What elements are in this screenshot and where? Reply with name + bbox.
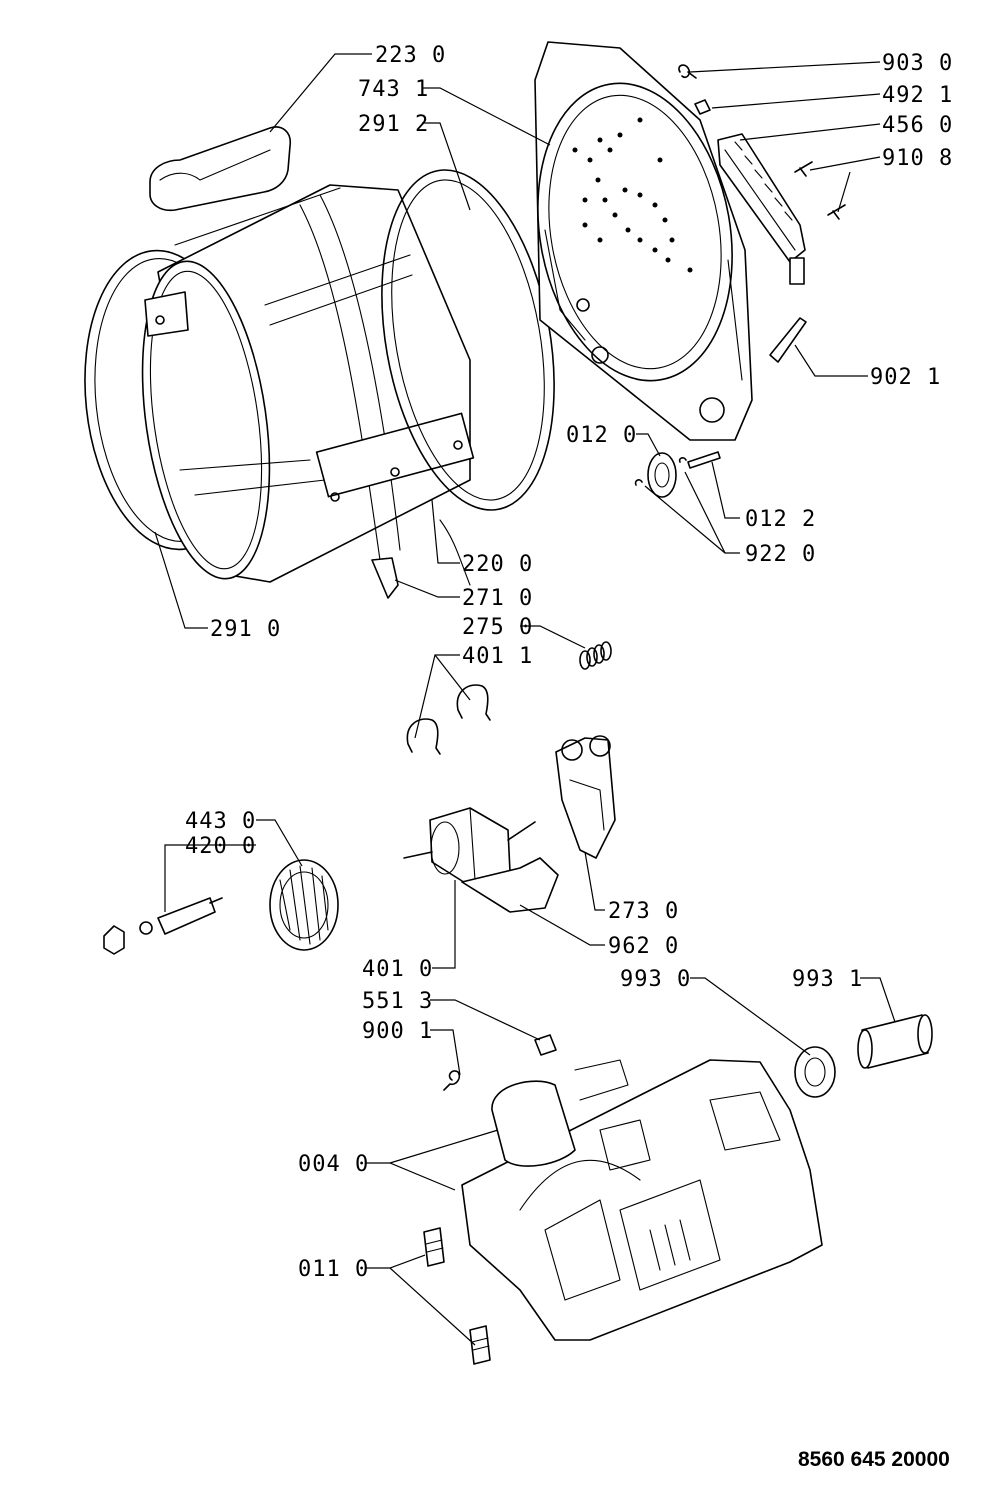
part-903-0-clip xyxy=(678,64,697,79)
part-273-0-idler-arm xyxy=(555,735,616,859)
label-743-1: 743 1 xyxy=(358,77,429,102)
label-902-1: 902 1 xyxy=(870,365,941,390)
part-962-0-motor-bracket xyxy=(461,857,559,913)
label-011-0: 011 0 xyxy=(298,1257,369,1282)
part-012-2-pulley-shaft xyxy=(687,451,721,469)
part-011-0-feet xyxy=(423,1227,491,1365)
label-492-1: 492 1 xyxy=(882,83,953,108)
label-291-0: 291 0 xyxy=(210,617,281,642)
label-551-3: 551 3 xyxy=(362,989,433,1014)
bulkhead-perforation-pattern xyxy=(572,117,693,273)
label-004-0: 004 0 xyxy=(298,1152,369,1177)
part-271-0-drum-support xyxy=(371,557,399,599)
document-number: 8560 645 20000 xyxy=(798,1448,950,1471)
label-012-2: 012 2 xyxy=(745,507,816,532)
part-004-0-base-frame xyxy=(461,1059,823,1341)
label-443-0: 443 0 xyxy=(185,809,256,834)
part-275-0-tension-spring xyxy=(579,641,612,670)
label-922-0: 922 0 xyxy=(745,542,816,567)
label-910-8: 910 8 xyxy=(882,146,953,171)
part-401-1-motor-clip-right xyxy=(456,684,491,721)
part-492-1-thermostat xyxy=(694,99,711,115)
leader-lines xyxy=(154,53,896,1346)
label-275-0: 275 0 xyxy=(462,615,533,640)
part-993-1-roller-sleeve xyxy=(857,1014,933,1069)
part-443-0-fan-wheel xyxy=(269,859,339,951)
part-401-0-motor xyxy=(403,807,536,887)
part-551-3-fastener xyxy=(534,1034,557,1056)
part-456-0-heater-element xyxy=(717,133,806,285)
part-900-1-wire-clip xyxy=(443,1070,461,1091)
part-223-0-drum-handle xyxy=(149,126,292,212)
part-420-0-fan-shaft xyxy=(103,897,223,955)
part-922-0-clip xyxy=(634,457,687,486)
label-291-2: 291 2 xyxy=(358,112,429,137)
label-456-0: 456 0 xyxy=(882,113,953,138)
label-401-0: 401 0 xyxy=(362,957,433,982)
part-910-8-screw-lower xyxy=(827,204,846,220)
label-012-0: 012 0 xyxy=(566,423,637,448)
part-012-0-pulley xyxy=(647,452,677,498)
part-220-0-drum xyxy=(141,184,475,586)
label-273-0: 273 0 xyxy=(608,899,679,924)
label-993-0: 993 0 xyxy=(620,967,691,992)
part-labels: 223 0 743 1 291 2 903 0 492 1 456 0 910 … xyxy=(185,43,953,1282)
label-220-0: 220 0 xyxy=(462,552,533,577)
label-223-0: 223 0 xyxy=(375,43,446,68)
part-910-8-screw-upper xyxy=(794,161,813,177)
part-993-0-roller-wheel xyxy=(794,1046,836,1098)
label-900-1: 900 1 xyxy=(362,1019,433,1044)
part-743-1-rear-bulkhead xyxy=(534,41,753,441)
label-993-1: 993 1 xyxy=(792,967,863,992)
label-962-0: 962 0 xyxy=(608,934,679,959)
label-420-0: 420 0 xyxy=(185,834,256,859)
part-902-1-thermal-fuse xyxy=(769,317,807,363)
part-401-1-motor-clip-left xyxy=(406,718,441,755)
label-401-1: 401 1 xyxy=(462,644,533,669)
label-271-0: 271 0 xyxy=(462,586,533,611)
label-903-0: 903 0 xyxy=(882,51,953,76)
